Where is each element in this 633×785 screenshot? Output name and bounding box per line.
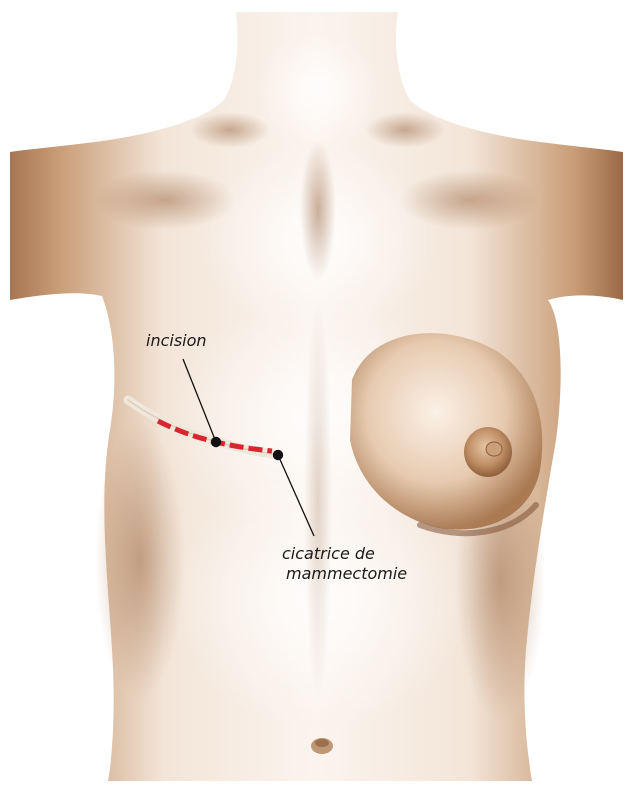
incision-marker-dot xyxy=(211,437,221,447)
scar-label-line-2: mammectomie xyxy=(282,564,407,584)
scar-marker-dot xyxy=(273,450,283,460)
incision-label: incision xyxy=(146,331,207,351)
scar-label-line-1: cicatrice de xyxy=(282,544,407,564)
scar-label: cicatrice de mammectomie xyxy=(282,544,407,584)
